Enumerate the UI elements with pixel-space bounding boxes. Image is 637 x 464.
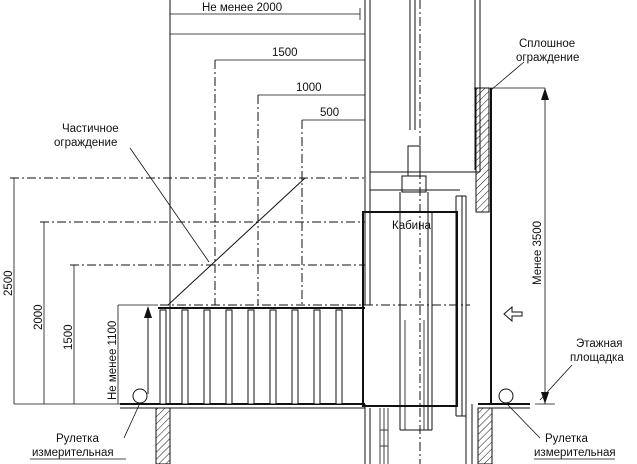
up-arrow-icon <box>144 306 152 318</box>
floor-slab-right-hatch <box>477 407 493 464</box>
dim-left-2500: 2500 <box>3 270 15 296</box>
floor-slab-left-hatch <box>155 407 171 464</box>
reach-zone <box>10 60 365 306</box>
cabin-upper-block <box>401 175 427 193</box>
callout-leaders <box>129 61 573 401</box>
left-dimensions: 2500 2000 1500 Не менее 1100 <box>3 178 158 405</box>
measuring-tape-left <box>123 388 148 439</box>
cabin-body <box>362 211 458 407</box>
open-arrow-left-icon <box>503 305 523 323</box>
dim-1000: 1000 <box>296 82 322 94</box>
landing-label-line2: площадка <box>570 352 624 364</box>
dim-arrow-up-icon <box>541 88 549 100</box>
top-dimensions: Не менее 2000 1500 1000 500 <box>170 2 365 121</box>
tape-right-circle-icon <box>498 388 514 404</box>
landing-label-line1: Этажная <box>576 338 622 350</box>
right-dimension: Менее 3500 <box>503 88 555 405</box>
dim-left-1500: 1500 <box>63 324 75 350</box>
solid-guard-label-line1: Сплошное <box>519 38 575 50</box>
dim-1500: 1500 <box>272 47 298 59</box>
shaft-walls <box>364 0 481 464</box>
cabin-label: Кабина <box>392 220 431 232</box>
dim-top-overall: Не менее 2000 <box>202 2 282 14</box>
partial-guard-label-line1: Частичное <box>62 123 119 135</box>
landing-leader <box>539 364 573 401</box>
dim-arrow-down-icon <box>541 392 549 404</box>
partial-guard-bars <box>159 309 343 405</box>
tape-right-label-line1: Рулетка <box>545 433 588 445</box>
dim-500: 500 <box>320 107 339 119</box>
dim-left-2000: 2000 <box>33 304 45 330</box>
partial-guard <box>158 0 365 405</box>
solid-guard-hatch <box>475 87 490 213</box>
partial-guard-label-line2: ограждение <box>54 137 117 149</box>
dim-left-1100: Не менее 1100 <box>107 321 119 400</box>
labels: Частичное ограждение Сплошное ограждение… <box>30 38 624 460</box>
tape-left-circle-icon <box>132 388 148 404</box>
partial-guard-leader <box>129 147 210 263</box>
measuring-tape-right <box>498 388 541 439</box>
solid-guard-leader <box>490 61 525 91</box>
tape-right-label-line2: измерительная <box>534 447 616 459</box>
floor-slab <box>120 403 530 464</box>
tape-left-label-line2: измерительная <box>32 447 114 459</box>
dim-right-3500: Менее 3500 <box>532 221 544 285</box>
cabin: Кабина <box>160 145 473 464</box>
reach-diagonal <box>167 177 306 306</box>
solid-guard <box>474 87 545 404</box>
tape-left-label-line1: Рулетка <box>56 433 99 445</box>
solid-guard-label-line2: ограждение <box>516 52 579 64</box>
